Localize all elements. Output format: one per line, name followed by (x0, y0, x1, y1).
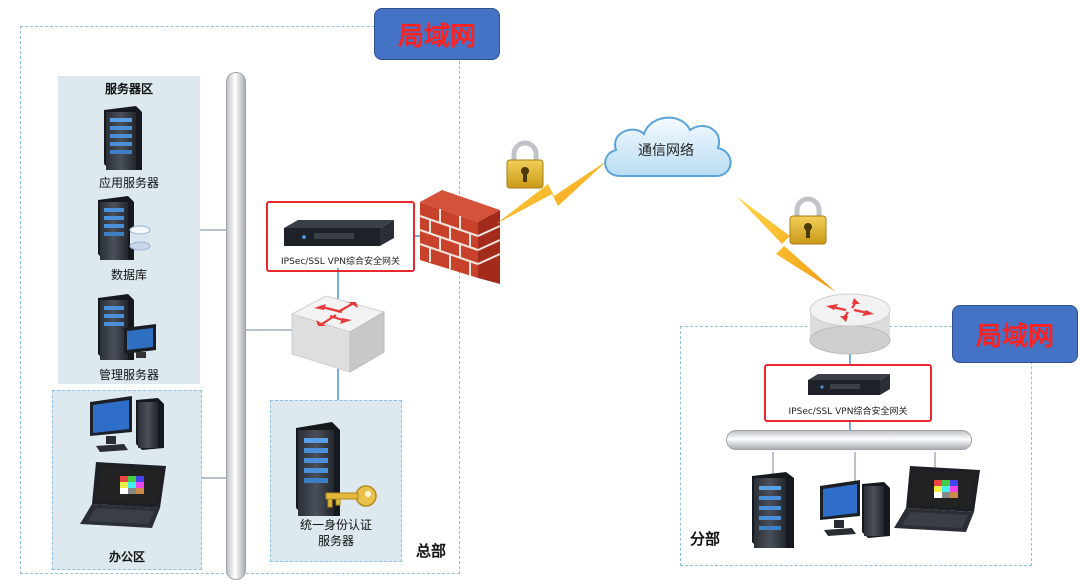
branch-server-icon (752, 472, 794, 548)
branch-gateway-label: IPSec/SSL VPN综合安全网关 (788, 407, 908, 417)
office-zone-title: 办公区 (108, 550, 145, 564)
branch-desktop-computer-icon (820, 480, 890, 538)
communication-network-label: 通信网络 (638, 143, 694, 159)
firewall-icon (419, 190, 501, 284)
branch-lan-badge: 局域网 (952, 305, 1078, 363)
branch-gateway-highlight (764, 364, 932, 422)
hq-site-label: 总部 (416, 542, 447, 560)
auth-server-label-line1: 统一身份认证 (299, 518, 372, 532)
encrypted-link-bolt-icon (496, 160, 608, 224)
hq-lan-badge-text: 局域网 (397, 21, 476, 52)
branch-laptop-icon (894, 466, 980, 532)
network-switch-icon (290, 295, 386, 373)
app-server-label: 应用服务器 (98, 176, 159, 190)
hq-gateway-label: IPSec/SSL VPN综合安全网关 (281, 257, 400, 267)
desktop-computer-icon (90, 396, 164, 452)
server-zone-title: 服务器区 (104, 82, 153, 96)
router-icon (809, 293, 891, 355)
branch-site-label: 分部 (690, 530, 721, 548)
auth-server-label-line2: 服务器 (317, 534, 354, 548)
hq-backbone-bus (226, 72, 246, 580)
laptop-icon (80, 462, 166, 528)
branch-lan-badge-text: 局域网 (975, 321, 1054, 352)
app-server-icon (104, 106, 142, 170)
database-server-icon (98, 196, 151, 260)
hq-lan-badge: 局域网 (374, 8, 500, 60)
encrypted-link-bolt-icon-branch (736, 196, 836, 292)
database-label: 数据库 (110, 268, 147, 282)
padlock-icon-branch (789, 196, 827, 245)
hq-gateway-highlight (266, 201, 415, 272)
key-icon (325, 485, 377, 508)
branch-vpn-gateway-icon (808, 374, 890, 395)
management-server-label: 管理服务器 (98, 368, 159, 382)
management-server-icon (98, 294, 156, 360)
branch-backbone-bus (726, 430, 972, 450)
hq-vpn-gateway-icon (284, 220, 394, 246)
padlock-icon (506, 140, 544, 189)
communication-network-cloud-icon (604, 116, 732, 177)
